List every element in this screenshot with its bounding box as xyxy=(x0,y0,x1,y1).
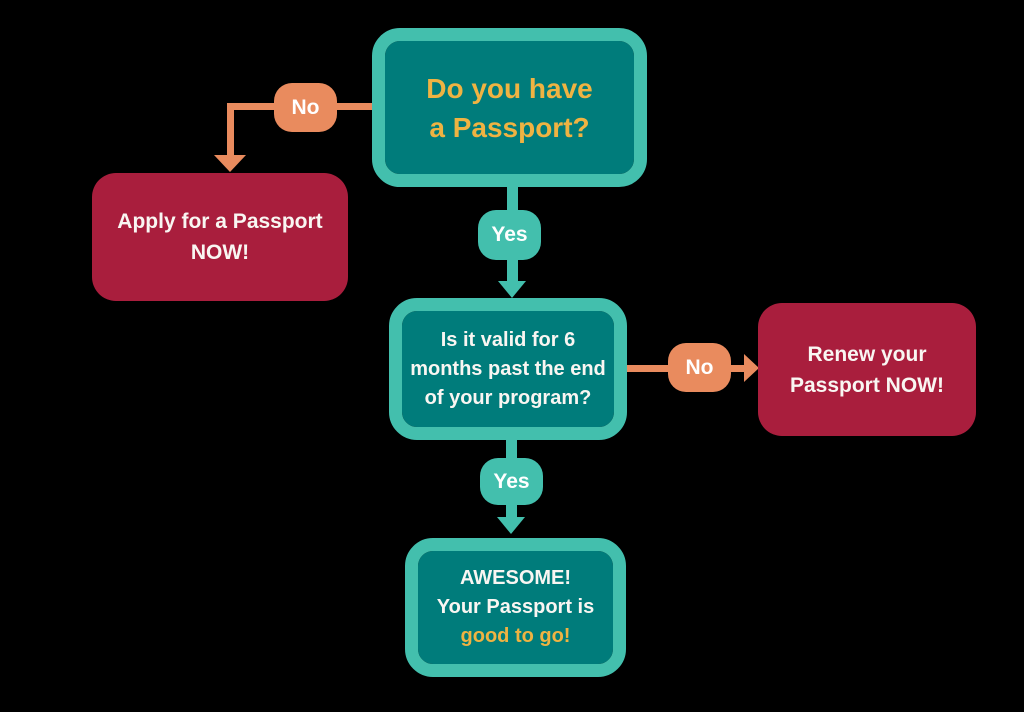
node-q2-line: Is it valid for 6 xyxy=(440,328,576,351)
node-q2-line: of your program? xyxy=(424,386,592,409)
connector-no1-vertical xyxy=(227,103,234,158)
label-no-2: No xyxy=(668,343,731,392)
arrowhead-down-q2 xyxy=(498,281,526,298)
node-renew-line: Renew your xyxy=(807,342,927,366)
node-do-you-have-passport: Do you have a Passport? xyxy=(372,28,647,187)
node-q2-line: months past the end xyxy=(410,357,606,380)
node-awesome-line-gold: good to go! xyxy=(460,625,571,647)
node-apply-passport-now: Apply for a Passport NOW! xyxy=(92,173,348,301)
arrowhead-down-awesome xyxy=(497,517,525,534)
node-valid-6-months: Is it valid for 6 months past the end of… xyxy=(389,298,627,440)
node-awesome-line: AWESOME! xyxy=(459,567,572,589)
node-q1-line: Do you have xyxy=(426,72,593,104)
node-passport-good-to-go: AWESOME! Your Passport is good to go! xyxy=(405,538,626,677)
node-q1-line: a Passport? xyxy=(429,111,590,143)
arrowhead-right-renew xyxy=(744,354,759,382)
node-apply-line: NOW! xyxy=(190,241,250,264)
label-no-2-text: No xyxy=(685,355,714,379)
label-no-1: No xyxy=(274,83,337,132)
label-no-1-text: No xyxy=(291,95,320,119)
node-apply-line: Apply for a Passport xyxy=(117,210,323,233)
node-renew-passport-now: Renew your Passport NOW! xyxy=(758,303,976,436)
arrowhead-down-apply xyxy=(214,155,246,172)
node-awesome-line: Your Passport is xyxy=(436,596,595,618)
node-renew-line: Passport NOW! xyxy=(789,373,944,397)
label-yes-1: Yes xyxy=(478,210,541,260)
label-yes-2: Yes xyxy=(480,458,543,505)
label-yes-1-text: Yes xyxy=(491,223,528,246)
label-yes-2-text: Yes xyxy=(493,469,530,493)
